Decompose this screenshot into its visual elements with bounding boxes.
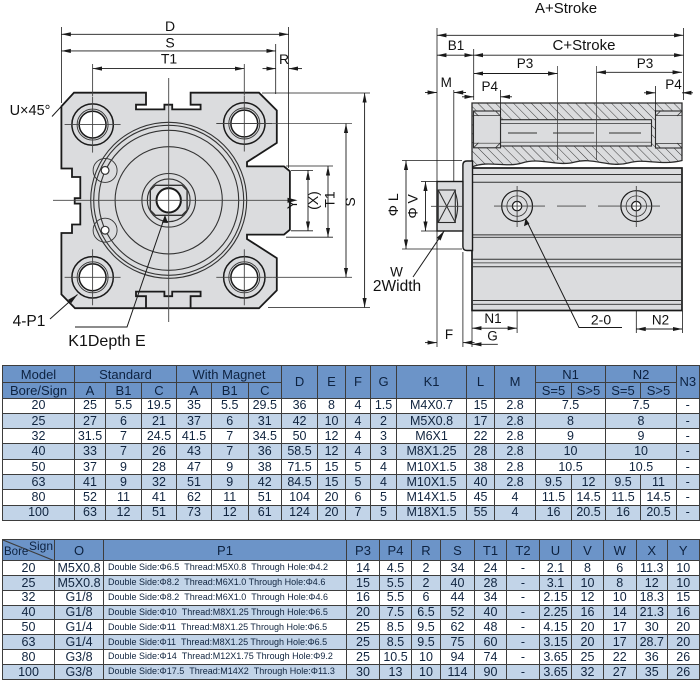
svg-text:Φ V: Φ V: [405, 193, 421, 218]
svg-text:2-0: 2-0: [591, 312, 611, 328]
svg-text:N2: N2: [652, 313, 669, 328]
svg-text:G: G: [487, 329, 498, 344]
svg-text:P3: P3: [517, 56, 534, 71]
svg-text:C+Stroke: C+Stroke: [553, 37, 616, 54]
svg-text:T1: T1: [161, 51, 178, 67]
svg-text:U×45°: U×45°: [10, 103, 51, 119]
svg-text:B1: B1: [448, 38, 465, 53]
svg-text:F: F: [445, 327, 453, 342]
svg-text:Y: Y: [284, 199, 300, 209]
svg-text:M: M: [441, 75, 452, 90]
svg-text:(X): (X): [305, 191, 321, 210]
svg-text:2Width: 2Width: [373, 278, 421, 295]
svg-text:D: D: [165, 18, 175, 34]
svg-text:S: S: [342, 197, 358, 206]
svg-text:T1: T1: [322, 191, 338, 208]
svg-text:A+Stroke: A+Stroke: [535, 0, 597, 17]
svg-text:4-P1: 4-P1: [13, 313, 46, 330]
svg-text:N1: N1: [484, 311, 501, 326]
svg-text:P4: P4: [665, 77, 682, 92]
svg-text:Φ L: Φ L: [385, 193, 401, 216]
svg-text:P4: P4: [481, 79, 498, 94]
svg-text:K1Depth E: K1Depth E: [68, 333, 145, 350]
svg-text:R: R: [279, 51, 289, 67]
svg-text:S: S: [165, 35, 174, 51]
svg-text:W: W: [390, 265, 403, 280]
svg-text:P3: P3: [637, 56, 654, 71]
